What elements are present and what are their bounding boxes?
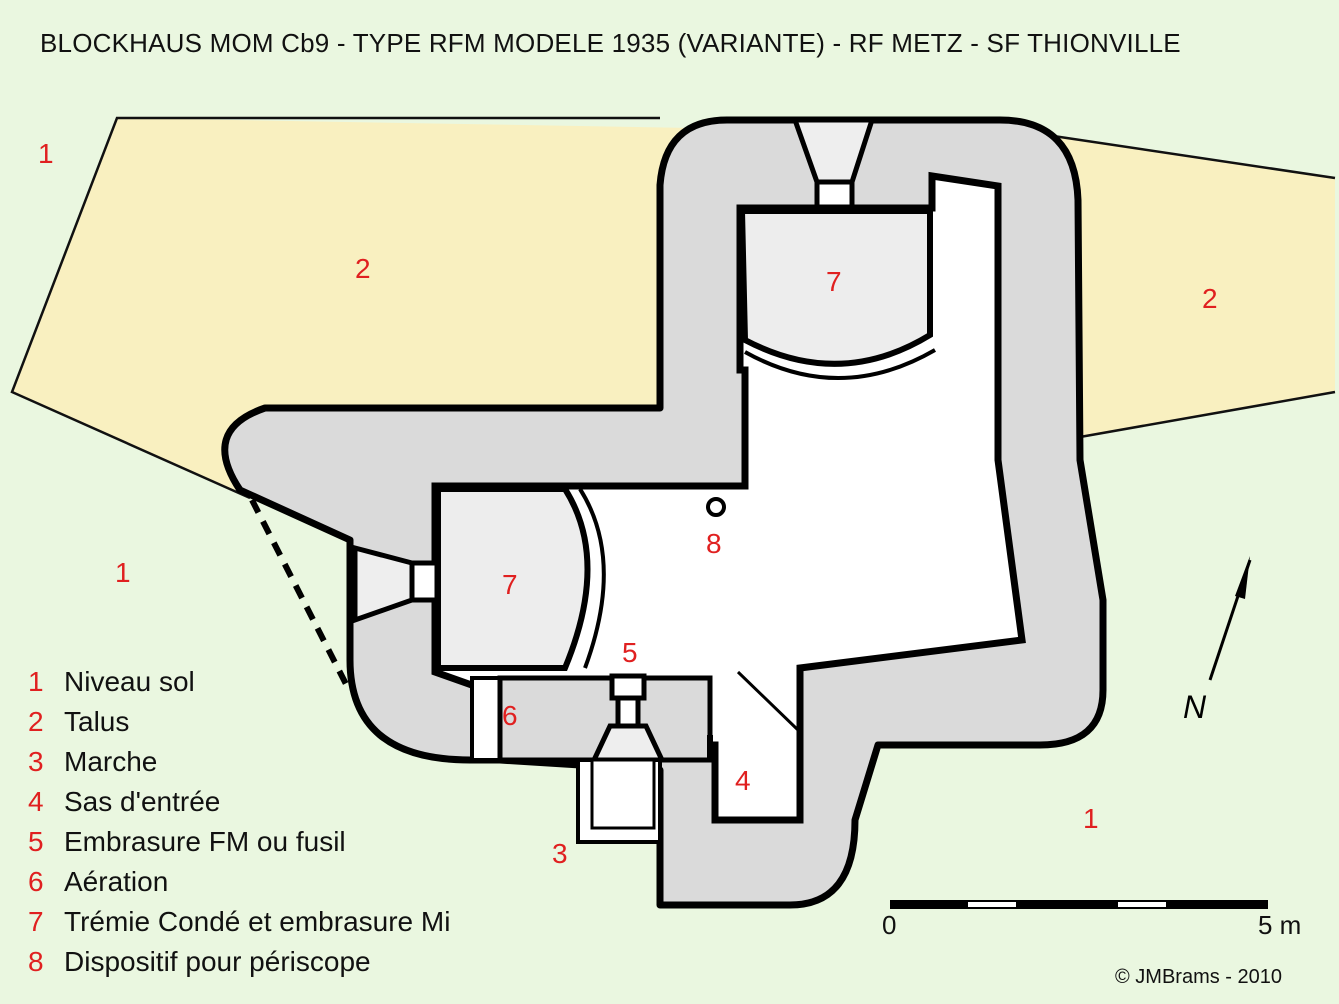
embrasure-west-slot [409,560,440,603]
tremie-west-arc [578,487,606,669]
tremie-north-arc [744,348,937,380]
talus-outline-top [1039,132,1336,180]
legend-item: 5 Embrasure FM ou fusil [28,822,450,862]
legend-item: 8 Dispositif pour périscope [28,942,450,982]
legend: 1 Niveau sol 2 Talus 3 Marche 4 Sas d'entrée… [28,662,450,982]
label-entrance: 4 [735,765,751,796]
legend-text: Marche [64,746,158,777]
scale-end-label: 5 m [1258,910,1302,940]
talus-outline [1079,390,1336,439]
embrasure-north-slot [814,179,855,210]
copyright: © JMBrams - 2010 [1115,966,1283,988]
legend-text: Niveau sol [64,666,195,697]
scale-start-label: 0 [882,910,897,940]
legend-text: Talus [64,706,130,737]
embrasure-fm-neck [615,695,641,729]
legend-number: 3 [28,746,44,777]
legend-text: Embrasure FM ou fusil [64,826,346,857]
label-embrasure: 5 [622,637,638,668]
legend-number: 2 [28,706,44,737]
label-talus-e: 2 [1202,283,1218,314]
label-tremie-north: 7 [826,266,842,297]
legend-number: 8 [28,946,44,977]
entrance-door [736,670,800,732]
tremie-north [738,208,933,367]
label-step: 3 [552,838,568,869]
label-periscope: 8 [706,528,722,559]
label-ground-se: 1 [1083,803,1099,834]
legend-item: 4 Sas d'entrée [28,782,450,822]
legend-item: 7 Trémie Condé et embrasure Mi [28,902,450,942]
label-talus-w: 2 [355,253,371,284]
legend-text: Aération [64,866,169,897]
step-inner [590,758,656,830]
legend-number: 5 [28,826,44,857]
legend-number: 4 [28,786,44,817]
scale-bar [890,900,1268,909]
dashed-ground-line [249,498,351,690]
talus-outline-west [10,116,660,500]
legend-text: Dispositif pour périscope [64,946,371,977]
label-ground-w: 1 [115,557,131,588]
north-arrow [1208,556,1252,681]
legend-item: 3 Marche [28,742,450,782]
legend-number: 6 [28,866,44,897]
legend-number: 1 [28,666,44,697]
label-ground-nw: 1 [38,138,54,169]
north-label: N [1183,689,1207,725]
embrasure-fm-slot [609,673,647,701]
tremie-west [435,486,591,671]
label-tremie-west: 7 [502,569,518,600]
legend-text: Trémie Condé et embrasure Mi [64,906,451,937]
legend-item: 2 Talus [28,702,450,742]
page-title: BLOCKHAUS MOM Cb9 - TYPE RFM MODELE 1935… [40,28,1181,58]
label-ventilation: 6 [502,700,518,731]
legend-text: Sas d'entrée [64,786,221,817]
legend-number: 7 [28,906,44,937]
legend-item: 1 Niveau sol [28,662,450,702]
periscope-opening [706,497,726,517]
legend-item: 6 Aération [28,862,450,902]
